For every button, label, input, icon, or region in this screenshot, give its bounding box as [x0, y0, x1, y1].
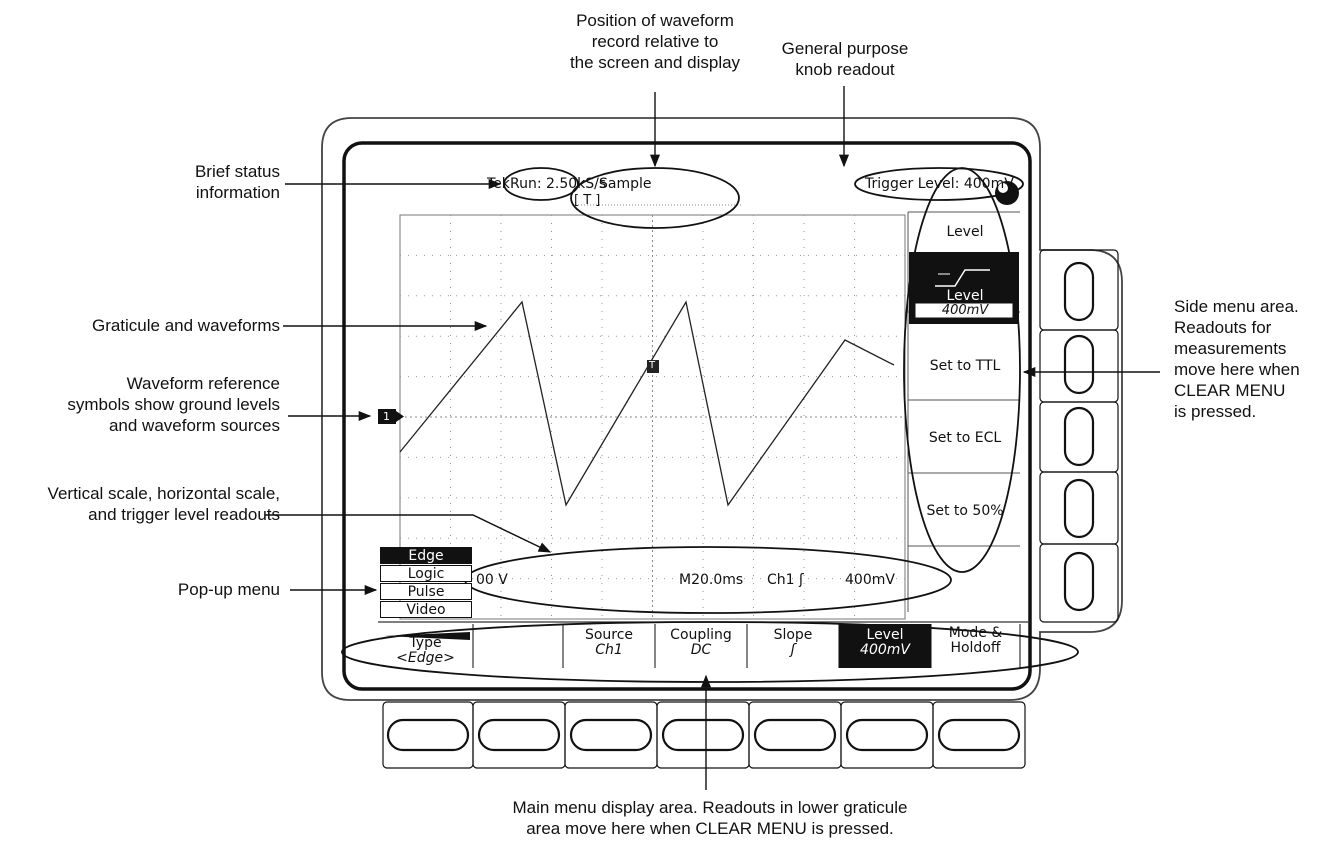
- callout-scale-readouts: Vertical scale, horizontal scale, and tr…: [47, 484, 280, 524]
- side-menu-title: Level: [946, 224, 984, 240]
- popup-item-edge[interactable]: Edge: [380, 547, 472, 564]
- trigger-level-readout: 400mV: [845, 572, 895, 588]
- waveform-ch1: [399, 300, 895, 507]
- callout-main-menu: Main menu display area. Readouts in lowe…: [512, 798, 908, 838]
- main-menu-slope[interactable]: Slope ʃ: [747, 624, 839, 668]
- main-menu-source-label: Source: [584, 627, 634, 643]
- main-menu-level[interactable]: Level 400mV: [839, 624, 931, 668]
- side-set-50[interactable]: Set to 50%: [926, 503, 1004, 519]
- main-menu-holdoff-label: Holdoff: [950, 640, 1001, 656]
- vertical-scale-readout: 00 V: [476, 572, 508, 588]
- side-set-ttl[interactable]: Set to TTL: [929, 358, 1001, 374]
- main-menu-coupling-value: DC: [690, 642, 712, 658]
- popup-item-logic[interactable]: Logic: [380, 565, 472, 582]
- popup-item-pulse[interactable]: Pulse: [380, 583, 472, 600]
- main-menu-source-value: Ch1: [595, 642, 623, 658]
- status-prefix: Tek: [487, 176, 510, 192]
- main-menu-slope-label: Slope: [773, 627, 813, 643]
- main-menu-coupling[interactable]: Coupling DC: [655, 624, 747, 668]
- callout-graticule: Graticule and waveforms: [91, 316, 280, 335]
- main-menu-source[interactable]: Source Ch1: [563, 624, 655, 668]
- status-readout: Run: 2.50kS/s: [510, 176, 607, 192]
- record-position-marks: [ T ]: [574, 193, 601, 208]
- bottom-buttons: [382, 701, 1026, 769]
- callout-side-menu: Side menu area. Readouts for measurement…: [1174, 297, 1300, 421]
- bezel-outline: [321, 117, 1123, 701]
- callout-arrows: [265, 86, 1160, 790]
- callout-reference-symbols: Waveform reference symbols show ground l…: [67, 374, 280, 435]
- ground-marker-label: 1: [383, 410, 390, 423]
- main-menu-mode-holdoff[interactable]: Mode & Holdoff: [931, 624, 1020, 668]
- horizontal-scale-readout: M20.0ms: [679, 572, 744, 588]
- main-menu-mode-label: Mode &: [948, 625, 1003, 641]
- main-menu-level-label: Level: [866, 627, 904, 643]
- callout-brief-status: Brief status information: [194, 162, 280, 202]
- side-set-ecl[interactable]: Set to ECL: [928, 430, 1002, 446]
- trigger-position-marker: [647, 360, 659, 373]
- ground-reference-symbol: [378, 409, 404, 424]
- main-menu-type-label: Type: [409, 635, 442, 651]
- callout-knob-readout: General purpose knob readout: [781, 39, 909, 79]
- main-menu-coupling-label: Coupling: [670, 627, 732, 643]
- main-menu-type-value: <Edge>: [396, 650, 455, 666]
- trigger-source-readout: Ch1 ʃ: [767, 572, 804, 588]
- side-buttons: [1039, 249, 1119, 623]
- graticule-center-axes: [400, 215, 905, 619]
- side-level-label[interactable]: Level: [946, 288, 984, 304]
- knob-readout: Trigger Level: 400mV: [865, 176, 1014, 192]
- popup-item-video[interactable]: Video: [380, 601, 472, 618]
- trigger-marker-label: T: [649, 360, 656, 371]
- side-level-value-box: [914, 302, 1014, 319]
- acquisition-mode: Sample: [599, 176, 652, 192]
- callout-popup-menu: Pop-up menu: [177, 580, 280, 599]
- callout-record-position: Position of waveform record relative to …: [569, 11, 741, 72]
- main-menu-level-value: 400mV: [860, 642, 910, 658]
- main-menu-type[interactable]: Type <Edge>: [378, 624, 473, 668]
- main-menu-slope-value: ʃ: [790, 642, 796, 658]
- side-level-value: 400mV: [941, 303, 989, 318]
